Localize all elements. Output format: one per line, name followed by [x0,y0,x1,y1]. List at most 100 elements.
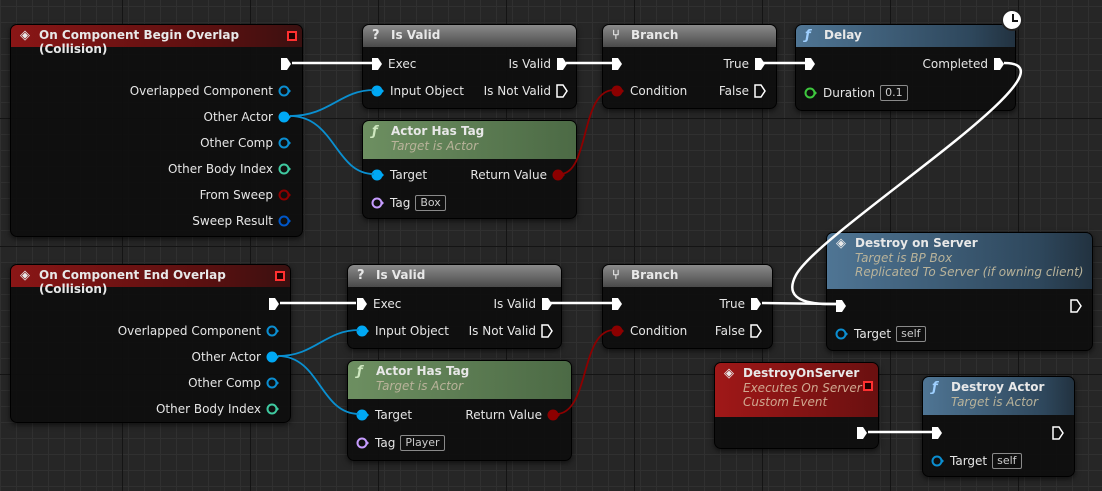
pin-icon[interactable] [611,57,623,71]
is-not-valid-out-pin[interactable]: Is Not Valid [469,322,553,340]
target-pin[interactable]: Target [356,406,412,424]
exec-out-pin[interactable] [268,295,280,313]
pin-icon[interactable] [278,215,292,227]
other-comp-pin[interactable]: Other Comp [188,374,280,392]
exec-in-pin[interactable]: Exec [371,55,416,73]
pin-icon[interactable] [371,169,385,181]
overlapped-component-pin[interactable]: Overlapped Component [118,322,280,340]
exec-in-pin[interactable] [804,55,816,73]
exec-out-pin[interactable] [1052,424,1064,442]
pin-icon[interactable] [371,85,385,97]
is-valid-node[interactable]: ?Is Valid Exec Is Valid Input Object Is … [362,24,577,109]
exec-in-pin[interactable]: Exec [356,295,401,313]
is-valid-out-pin[interactable]: Is Valid [493,295,553,313]
pin-icon[interactable] [541,324,553,338]
pin-icon[interactable] [835,299,847,313]
condition-pin[interactable]: Condition [611,322,687,340]
false-out-pin[interactable]: False [719,82,766,100]
pin-icon[interactable] [371,57,383,71]
input-object-pin[interactable]: Input Object [371,82,464,100]
other-body-index-pin[interactable]: Other Body Index [156,400,280,418]
pin-icon[interactable] [931,426,943,440]
pin-icon[interactable] [266,403,280,415]
begin-overlap-event-node[interactable]: ◈On Component Begin Overlap (Collision) … [10,24,303,237]
is-valid-node[interactable]: ?Is Valid Exec Is Valid Input Object Is … [347,264,562,349]
pin-icon[interactable] [541,297,553,311]
other-actor-pin[interactable]: Other Actor [192,348,280,366]
pin-icon[interactable] [356,325,370,337]
pin-icon[interactable] [754,84,766,98]
exec-out-pin[interactable] [1070,297,1082,315]
other-comp-pin[interactable]: Other Comp [200,134,292,152]
pin-icon[interactable] [804,87,818,99]
pin-icon[interactable] [278,189,292,201]
pin-icon[interactable] [268,297,280,311]
other-actor-pin[interactable]: Other Actor [204,108,292,126]
pin-icon[interactable] [356,437,370,449]
exec-out-pin[interactable] [280,55,292,73]
pin-icon[interactable] [356,409,370,421]
exec-in-pin[interactable] [611,55,623,73]
input-object-pin[interactable]: Input Object [356,322,449,340]
pin-icon[interactable] [804,57,816,71]
pin-icon[interactable] [266,351,280,363]
target-input[interactable]: self [992,453,1022,469]
tag-input[interactable]: Box [415,195,446,211]
from-sweep-pin[interactable]: From Sweep [200,186,292,204]
pin-icon[interactable] [611,325,625,337]
pin-icon[interactable] [547,409,561,421]
pin-icon[interactable] [750,324,762,338]
duration-input[interactable]: 0.1 [880,85,908,101]
return-value-pin[interactable]: Return Value [470,166,566,184]
true-out-pin[interactable]: True [724,55,767,73]
exec-out-pin[interactable] [856,424,868,442]
completed-out-pin[interactable]: Completed [923,55,1005,73]
exec-in-pin[interactable] [835,297,847,315]
other-body-index-pin[interactable]: Other Body Index [168,160,292,178]
return-value-pin[interactable]: Return Value [465,406,561,424]
pin-icon[interactable] [556,84,568,98]
exec-in-pin[interactable] [611,295,623,313]
pin-icon[interactable] [754,57,766,71]
pin-icon[interactable] [1070,299,1082,313]
is-valid-out-pin[interactable]: Is Valid [508,55,568,73]
pin-icon[interactable] [356,297,368,311]
pin-icon[interactable] [552,169,566,181]
branch-node[interactable]: ⑂Branch True Condition False [602,264,773,349]
target-pin[interactable]: Target [371,166,427,184]
pin-icon[interactable] [611,297,623,311]
pin-icon[interactable] [750,297,762,311]
pin-icon[interactable] [266,377,280,389]
tag-input[interactable]: Player [400,435,445,451]
pin-icon[interactable] [280,57,292,71]
pin-icon[interactable] [278,111,292,123]
pin-icon[interactable] [266,325,280,337]
overlapped-component-pin[interactable]: Overlapped Component [130,82,292,100]
pin-icon[interactable] [556,57,568,71]
true-out-pin[interactable]: True [720,295,763,313]
condition-pin[interactable]: Condition [611,82,687,100]
target-input[interactable]: self [896,326,926,342]
pin-icon[interactable] [835,328,849,340]
pin-icon[interactable] [278,137,292,149]
pin-icon[interactable] [278,85,292,97]
branch-node[interactable]: ⑂Branch True Condition False [602,24,777,109]
pin-icon[interactable] [856,426,868,440]
pin-icon[interactable] [993,57,1005,71]
pin-icon[interactable] [931,455,945,467]
sweep-result-pin[interactable]: Sweep Result [192,212,292,230]
exec-in-pin[interactable] [931,424,943,442]
pin-icon[interactable] [611,85,625,97]
is-not-valid-out-pin[interactable]: Is Not Valid [484,82,568,100]
